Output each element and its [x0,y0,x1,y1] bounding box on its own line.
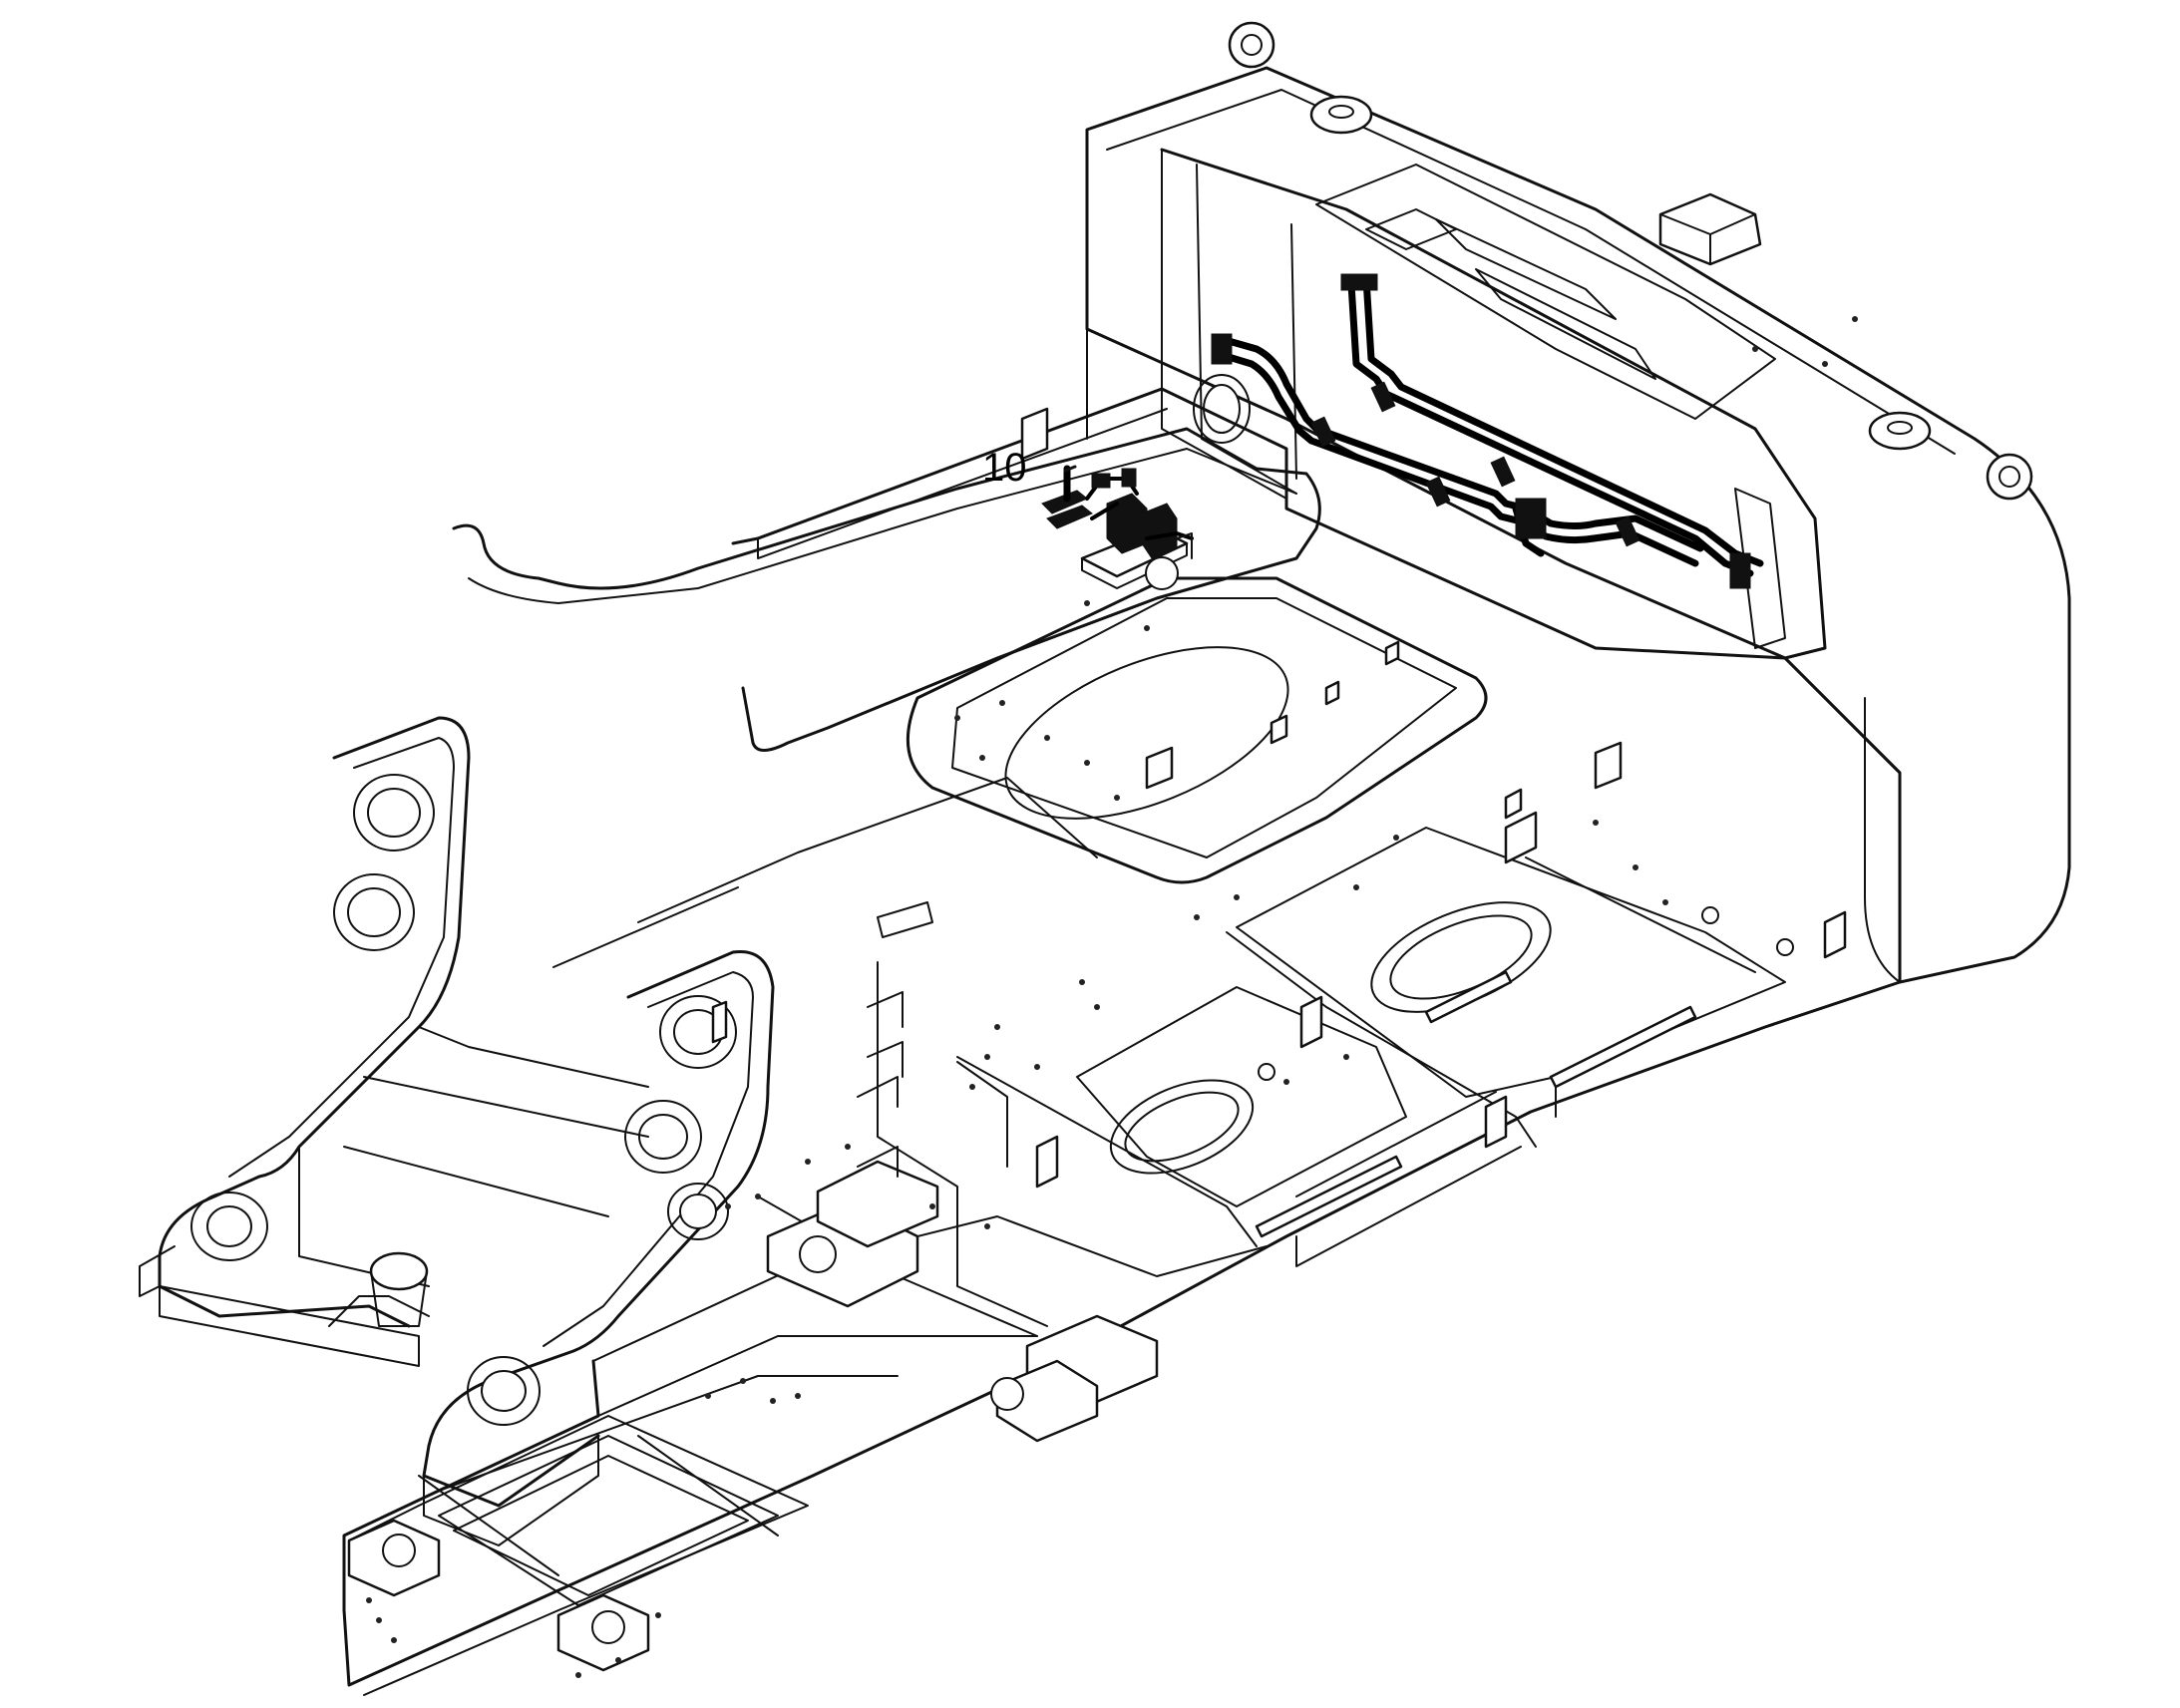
callout-label-10: 10 [982,446,1027,490]
boom-brackets [139,716,775,1546]
upper-frame [342,387,1902,1696]
counterweight [1085,21,2071,984]
hydraulic-lines [1211,273,1764,589]
mounting-holes [366,316,1858,1678]
valve-assembly [1041,465,1194,590]
